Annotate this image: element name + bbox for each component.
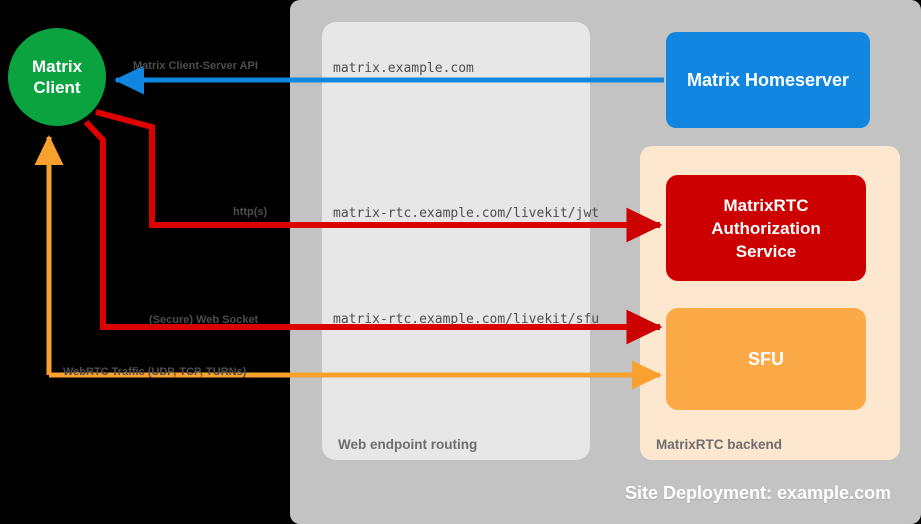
container-web-endpoint-routing <box>322 22 590 460</box>
node-auth-label-line3: Service <box>735 241 797 261</box>
node-matrixrtc-authorization-service[interactable]: MatrixRTC Authorization Service <box>666 175 866 281</box>
caption-site-deployment: Site Deployment: example.com <box>625 483 892 503</box>
caption-web-endpoint-routing: Web endpoint routing <box>338 437 478 452</box>
node-sfu[interactable]: SFU <box>666 308 866 410</box>
node-matrix-homeserver-label: Matrix Homeserver <box>686 69 850 90</box>
edge-http-jwt <box>95 109 663 243</box>
node-auth-label-line2: Authorization <box>711 218 821 238</box>
edge-label-secure-web-socket: (Secure) Web Socket <box>149 314 259 326</box>
edge-label-matrix-client-server-api: Matrix Client-Server API <box>133 60 258 72</box>
node-matrix-client-label-line1: Matrix <box>31 57 83 76</box>
edge-label-webrtc-traffic: WebRTC Traffic (UDP, TCP, TURNs) <box>63 366 247 378</box>
endpoint-label-matrix-example-com: matrix.example.com <box>333 61 474 76</box>
node-matrix-client[interactable]: Matrix Client <box>8 28 106 126</box>
endpoint-label-livekit-sfu: matrix-rtc.example.com/livekit/sfu <box>333 312 600 327</box>
node-auth-label-line1: MatrixRTC <box>723 195 809 215</box>
node-matrix-client-label-line2: Client <box>33 78 81 97</box>
edge-secure-web-socket <box>83 119 663 345</box>
node-sfu-label: SFU <box>748 348 784 369</box>
endpoint-label-livekit-jwt: matrix-rtc.example.com/livekit/jwt <box>333 206 600 221</box>
node-matrix-homeserver[interactable]: Matrix Homeserver <box>666 32 870 128</box>
edge-label-https: http(s) <box>233 206 268 218</box>
caption-matrixrtc-backend: MatrixRTC backend <box>656 437 783 452</box>
